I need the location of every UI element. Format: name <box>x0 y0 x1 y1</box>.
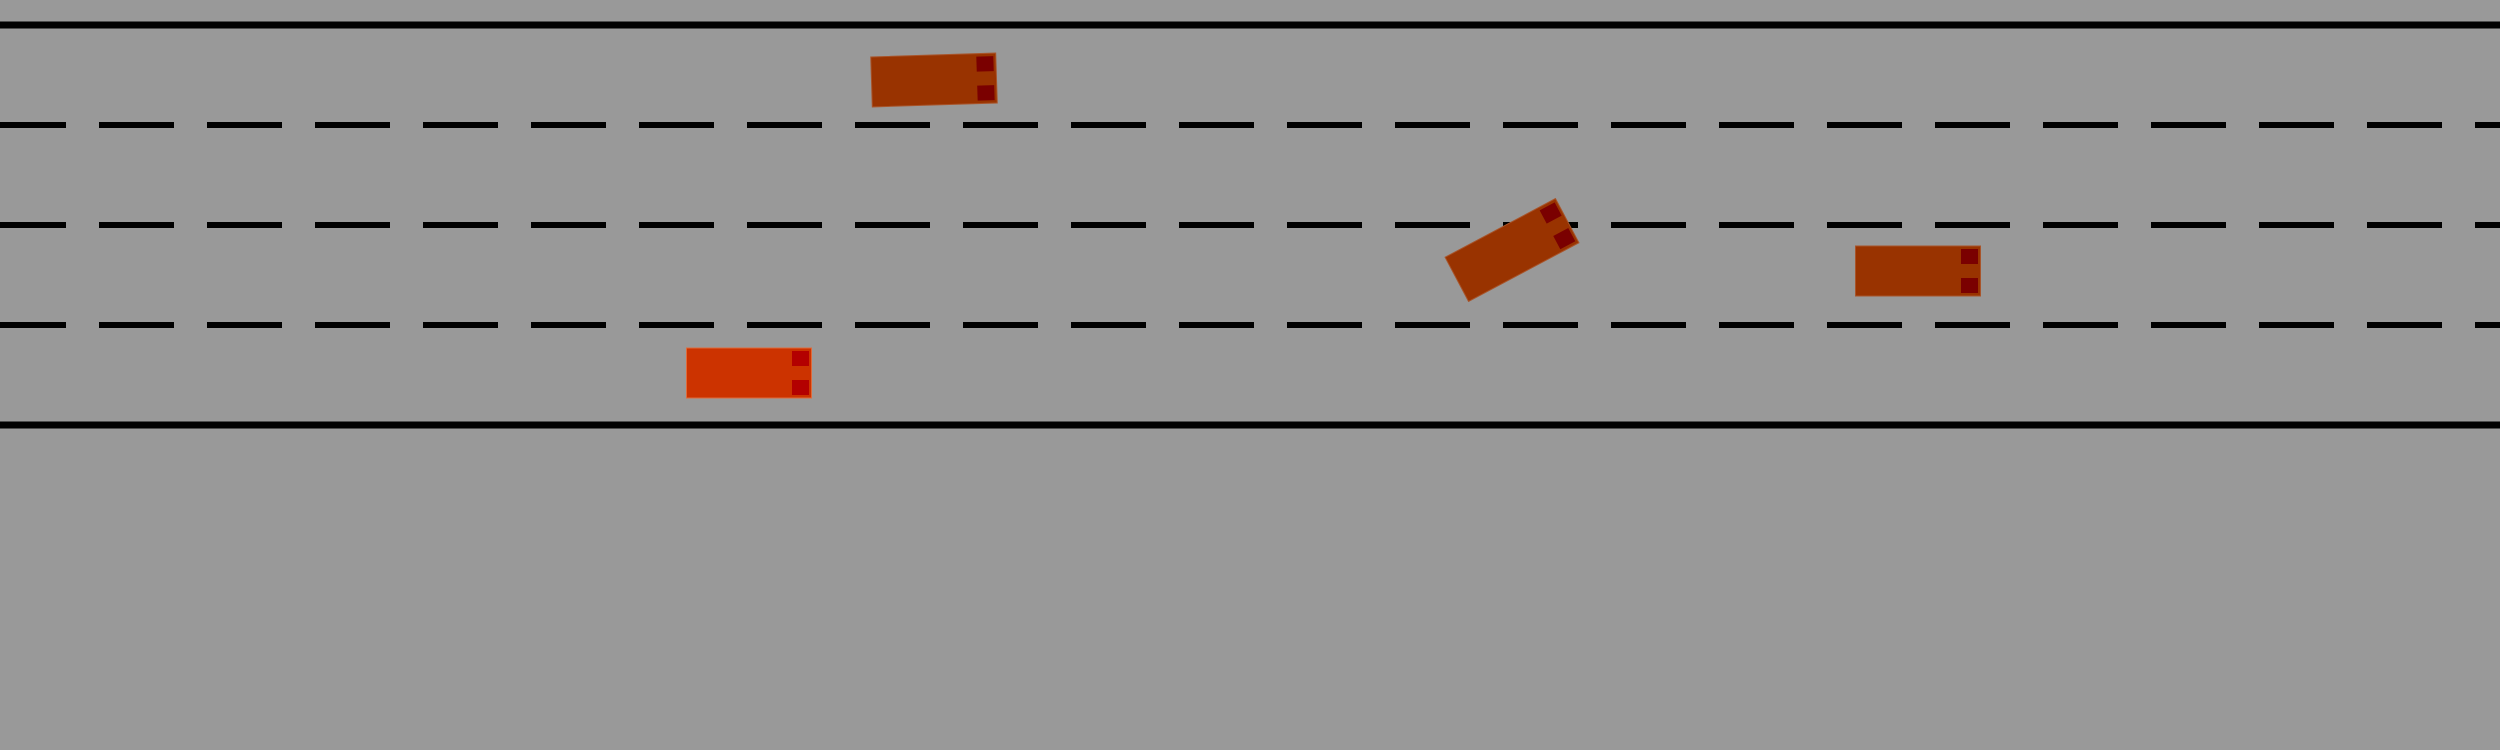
vehicle-body <box>1444 197 1580 303</box>
vehicle-light-left <box>792 351 809 366</box>
vehicle-light-left <box>1539 202 1562 224</box>
ego-vehicle <box>686 347 812 399</box>
vehicle-body <box>686 347 812 399</box>
vehicle-light-right <box>1553 228 1576 250</box>
vehicle-car-2 <box>1444 197 1580 303</box>
vehicle-light-right <box>792 380 809 395</box>
vehicle-light-right <box>977 85 995 101</box>
vehicle-car-3 <box>1855 245 1981 297</box>
vehicle-light-left <box>976 56 994 72</box>
vehicle-car-1 <box>870 52 998 108</box>
vehicle-body <box>1855 245 1981 297</box>
vehicle-light-right <box>1961 278 1978 293</box>
vehicle-body <box>870 52 998 108</box>
vehicle-light-left <box>1961 249 1978 264</box>
lane-markings <box>0 21 2500 429</box>
